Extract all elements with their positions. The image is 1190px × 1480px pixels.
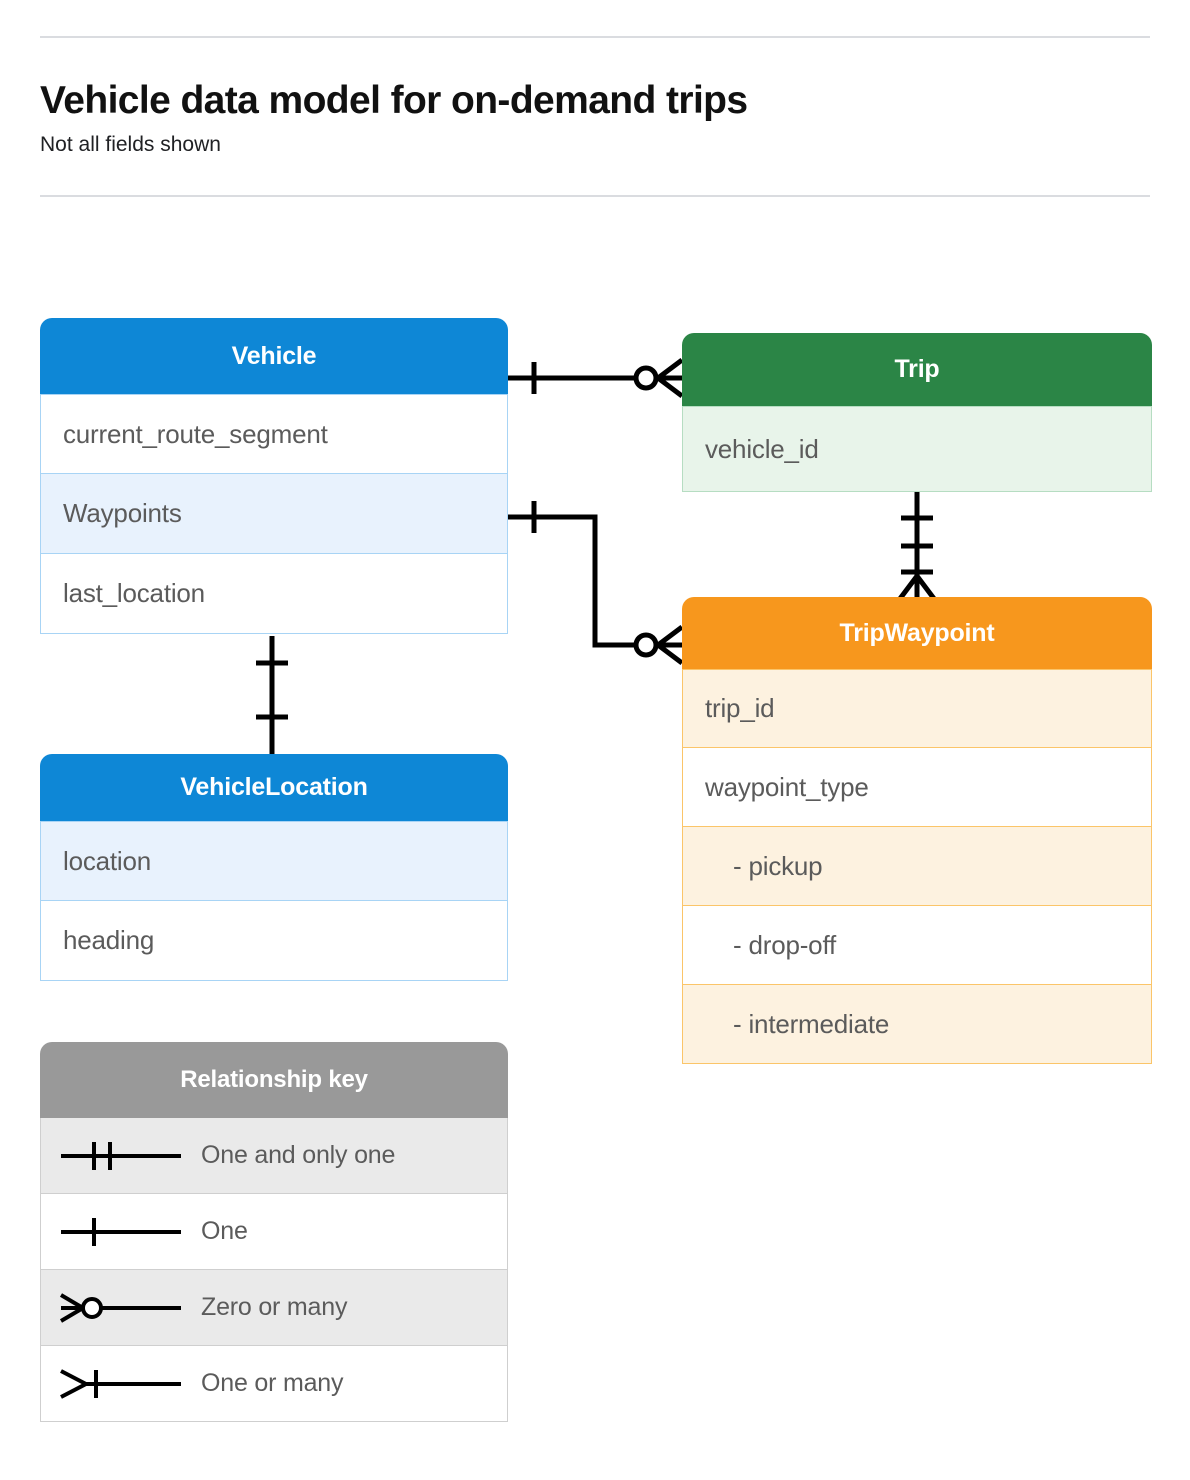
legend-label: One and only one xyxy=(201,1141,396,1169)
entity-tripwaypoint-title: TripWaypoint xyxy=(682,597,1152,669)
page-title: Vehicle data model for on-demand trips xyxy=(40,79,748,122)
field-row[interactable]: - pickup xyxy=(682,827,1152,906)
legend-label: Zero or many xyxy=(201,1293,348,1321)
connector-vehicle-trip xyxy=(508,358,684,398)
entity-vehiclelocation[interactable]: VehicleLocation location heading xyxy=(40,754,508,981)
field-row[interactable]: trip_id xyxy=(682,669,1152,748)
entity-trip-title: Trip xyxy=(682,333,1152,406)
field-row[interactable]: current_route_segment xyxy=(40,394,508,474)
field-row[interactable]: waypoint_type xyxy=(682,748,1152,827)
zero-or-many-symbol xyxy=(41,1288,201,1328)
field-row[interactable]: heading xyxy=(40,901,508,981)
field-row[interactable]: Waypoints xyxy=(40,474,508,554)
entity-tripwaypoint-fields: trip_id waypoint_type - pickup - drop-of… xyxy=(682,669,1152,1064)
header-rule-bottom xyxy=(40,195,1150,198)
page-header: Vehicle data model for on-demand trips N… xyxy=(40,36,1150,198)
entity-tripwaypoint[interactable]: TripWaypoint trip_id waypoint_type - pic… xyxy=(682,597,1152,1064)
legend-row: One or many xyxy=(40,1346,508,1422)
field-row[interactable]: location xyxy=(40,821,508,901)
legend-row: One xyxy=(40,1194,508,1270)
field-row[interactable]: - intermediate xyxy=(682,985,1152,1064)
entity-vehicle-fields: current_route_segment Waypoints last_loc… xyxy=(40,394,508,634)
connector-vehicle-vehiclelocation xyxy=(256,636,288,757)
field-row[interactable]: last_location xyxy=(40,554,508,634)
entity-trip[interactable]: Trip vehicle_id xyxy=(682,333,1152,492)
entity-vehiclelocation-title: VehicleLocation xyxy=(40,754,508,821)
connector-trip-tripwaypoint xyxy=(897,492,937,602)
header-rule-top xyxy=(40,36,1150,38)
entity-vehiclelocation-fields: location heading xyxy=(40,821,508,981)
field-row[interactable]: - drop-off xyxy=(682,906,1152,985)
entity-trip-fields: vehicle_id xyxy=(682,406,1152,492)
relationship-key-title: Relationship key xyxy=(40,1042,508,1118)
relationship-key-legend: Relationship key One and only one One xyxy=(40,1042,508,1422)
one-symbol xyxy=(41,1212,201,1252)
entity-vehicle[interactable]: Vehicle current_route_segment Waypoints … xyxy=(40,318,508,634)
field-row[interactable]: vehicle_id xyxy=(682,406,1152,492)
page-subtitle: Not all fields shown xyxy=(40,132,221,156)
legend-row: Zero or many xyxy=(40,1270,508,1346)
connector-vehicle-waypoints-tripwaypoint xyxy=(508,501,684,665)
legend-label: One or many xyxy=(201,1369,344,1397)
one-and-only-one-symbol xyxy=(41,1136,201,1176)
legend-row: One and only one xyxy=(40,1118,508,1194)
one-or-many-symbol xyxy=(41,1364,201,1404)
entity-vehicle-title: Vehicle xyxy=(40,318,508,394)
legend-label: One xyxy=(201,1217,248,1245)
